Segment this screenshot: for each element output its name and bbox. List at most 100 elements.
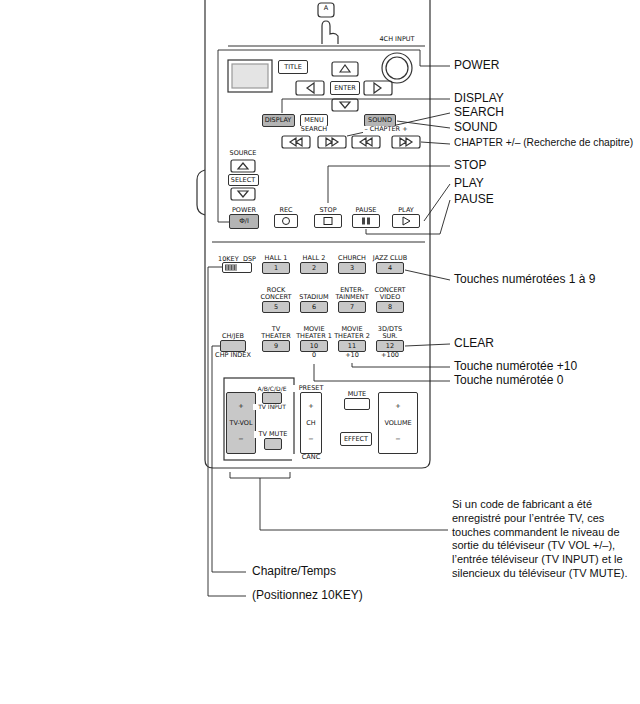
button-label: 11 <box>348 343 356 350</box>
panel-label: A <box>323 5 329 12</box>
button-label: ENTER <box>334 85 356 92</box>
button-label: TITLE <box>284 64 302 71</box>
remote-button: MUTE <box>344 398 370 410</box>
key-caption: CHURCH <box>333 255 371 262</box>
key-caption: CHP INDEX <box>214 352 252 359</box>
key-caption: +100 <box>371 352 409 359</box>
panel-label: – CHAPTER + <box>363 126 408 133</box>
remote-button: PAUSE <box>352 214 380 228</box>
callout-label: PAUSE <box>452 193 496 207</box>
remote-button: REC <box>274 214 298 228</box>
lcd-screen <box>232 64 268 88</box>
remote-button: MOVIE THEATER 211+10 <box>338 340 366 352</box>
switch-ridge <box>227 265 228 270</box>
key-symbol <box>223 263 253 274</box>
leader-line <box>405 344 450 346</box>
key-caption: MOVIE THEATER 1 <box>295 326 333 340</box>
leader-line <box>218 50 450 222</box>
button-label: 8 <box>388 304 392 311</box>
leader-line <box>314 364 450 381</box>
lcd-window <box>228 60 272 92</box>
remote-button: ENTER <box>330 81 360 95</box>
input-knob-inner <box>386 57 408 79</box>
button-label: 6 <box>312 304 316 311</box>
key-caption: TV MUTE <box>254 431 292 438</box>
remote-button: +VOLUME− <box>378 392 418 454</box>
button-label: 4 <box>388 265 392 272</box>
remote-button: ENTER- TAINMENT7 <box>338 301 366 313</box>
callout-label: DISPLAY <box>452 92 506 106</box>
key-caption: HALL 2 <box>295 255 333 262</box>
pause-bar <box>367 218 370 225</box>
button-label: SOUND <box>368 117 392 124</box>
key-symbol <box>353 215 381 229</box>
button-label: + <box>395 403 400 410</box>
button-label: 9 <box>274 343 278 350</box>
button-label: DISPLAY <box>265 117 292 124</box>
key-caption: DSP <box>243 256 256 263</box>
key-caption: CH/JEB <box>214 333 252 340</box>
key-caption: MOVIE THEATER 2 <box>333 326 371 340</box>
callout-label: SEARCH <box>452 106 506 120</box>
remote-button: CHURCH3 <box>338 262 366 274</box>
callout-label: (Positionnez 10KEY) <box>250 589 365 603</box>
remote-button: PRESET+CH−CANC <box>300 392 322 454</box>
button-label: EFFECT <box>344 436 368 443</box>
button-label: 12 <box>386 343 394 350</box>
key-caption: REC <box>267 207 305 214</box>
key-caption: A/B/C/D/E <box>253 386 291 392</box>
side-bump <box>197 170 205 215</box>
panel-label: SOURCE <box>229 150 258 157</box>
remote-button: TITLE <box>278 60 308 74</box>
tv-key-group <box>224 378 294 460</box>
chapter-minus-key <box>352 136 380 148</box>
remote-button: A/B/C/D/ETV INPUT <box>262 392 282 404</box>
key-caption: 3D/DTS SUR. <box>371 326 409 340</box>
leader-line <box>212 346 246 572</box>
leader-line <box>421 142 450 144</box>
bracket <box>230 472 290 478</box>
key-symbol <box>393 215 421 229</box>
source-down-key <box>231 188 255 200</box>
pause-bar <box>362 218 365 225</box>
button-label: SELECT <box>231 177 255 184</box>
key-badge <box>318 3 334 17</box>
callout-label: POWER <box>452 59 501 73</box>
search-fwd-key <box>318 136 346 148</box>
chapter-plus-key <box>392 136 420 148</box>
button-label: 5 <box>274 304 278 311</box>
key-caption: TV THEATER <box>257 326 295 340</box>
callout-label: Touche numérotée +10 <box>452 360 579 374</box>
switch-ridge <box>230 265 231 270</box>
leader-line <box>282 99 450 113</box>
callout-note: Si un code de fabricant a été enregistré… <box>452 498 636 581</box>
remote-button: DISPLAY <box>262 114 295 127</box>
key-caption: CANC <box>292 454 330 461</box>
up-key <box>332 62 358 76</box>
remote-button: TV MUTE <box>264 438 282 450</box>
button-label: − <box>308 436 313 443</box>
callout-label: Touches numérotées 1 à 9 <box>452 273 597 287</box>
leader-line <box>424 184 450 221</box>
source-down-arrow <box>238 191 248 197</box>
stop-symbol <box>324 218 332 225</box>
key-caption: 0 <box>295 352 333 359</box>
pointing-hand <box>322 21 338 44</box>
down-arrow <box>340 102 350 108</box>
separator <box>228 45 425 46</box>
key-caption: STADIUM <box>295 294 333 301</box>
left-key <box>296 81 324 95</box>
button-label: 3 <box>350 265 354 272</box>
chapter-plus-symbol <box>400 138 412 146</box>
remote-button: HALL 11 <box>262 262 290 274</box>
remote-button: POWERФ/I <box>229 214 259 229</box>
switch-ridge <box>233 265 234 270</box>
down-key <box>332 99 358 111</box>
input-knob <box>382 53 412 83</box>
remote-button: MOVIE THEATER 1100 <box>300 340 328 352</box>
separator <box>212 241 425 242</box>
key-caption: JAZZ CLUB <box>371 255 409 262</box>
switch-ridge <box>236 265 237 270</box>
button-label: 10 <box>310 343 318 350</box>
key-caption: ROCK CONCERT <box>257 287 295 301</box>
